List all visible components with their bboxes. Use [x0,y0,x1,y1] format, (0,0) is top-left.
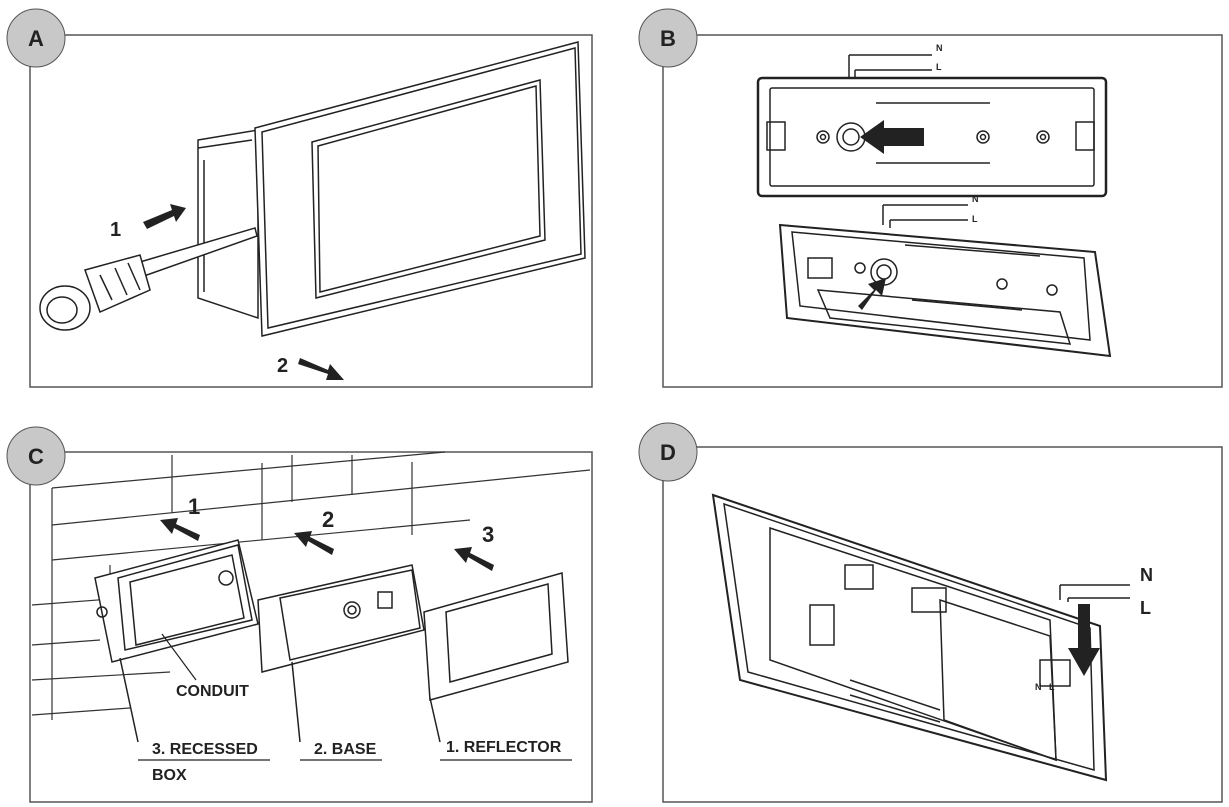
panel-c-step-3: 3 [482,522,494,547]
panel-c-reflector-label: 1. REFLECTOR [446,739,562,756]
panel-d-wire-n: N [1140,565,1153,585]
panel-b-arrow-bottom [858,278,886,310]
panel-a-frame [29,34,593,388]
panel-a-screwdriver [39,227,258,331]
panel-d-term-n: N [1035,682,1042,692]
panel-c-arrow-2 [294,531,334,555]
panel-a-arrow-1 [143,204,186,229]
panel-d-arrow [1068,604,1100,676]
panel-b-base-bottom [778,204,1112,358]
panel-c-recessed-box [94,539,259,743]
panel-c-arrow-3 [454,547,494,571]
panel-c-conduit-label: CONDUIT [176,683,249,700]
panel-c-recessed-label-1: 3. RECESSED [152,741,258,758]
panel-c-reflector [423,572,569,743]
panel-d: N L N L D [638,422,1223,803]
panel-b-wire-n-top: N [936,43,943,53]
panel-a-step-2: 2 [277,355,288,377]
panel-b: N L N L B [638,8,1223,388]
svg-text:D: D [660,440,676,465]
panel-c-base-label: 2. BASE [314,741,377,758]
panel-a-arrow-2 [298,358,344,380]
panel-c-step-1: 1 [188,494,200,519]
panel-b-wire-l-bottom: L [972,214,978,224]
panel-c-recessed-label-2: BOX [152,767,187,784]
svg-text:C: C [28,444,44,469]
panel-a-step-1: 1 [110,219,121,241]
panel-b-arrow-top [860,120,924,154]
panel-c-frame [29,451,593,803]
panel-d-lamp-body [711,493,1130,782]
panel-c-conduit-leader [161,633,197,681]
panel-b-badge: B [638,8,698,68]
svg-text:A: A [28,26,44,51]
panel-a: 1 2 A [6,8,593,388]
panel-c-wall [31,451,591,720]
panel-b-frame [662,34,1223,388]
panel-d-wire-l: L [1140,598,1151,618]
panel-d-badge: D [638,422,698,482]
panel-c-step-2: 2 [322,507,334,532]
panel-c: 1 2 3 CONDUIT 3. RECESSED BOX 2. BASE 1.… [6,426,593,803]
panel-b-wire-l-top: L [936,62,942,72]
panel-a-badge: A [6,8,66,68]
panel-c-base [257,564,425,743]
svg-text:B: B [660,26,676,51]
panel-b-wire-n-bottom: N [972,194,979,204]
panel-c-badge: C [6,426,66,486]
panel-b-base-top [756,54,1108,198]
panel-d-frame [662,446,1223,803]
panel-a-lamp [197,41,586,337]
panel-d-term-l: L [1049,682,1055,692]
panel-c-arrow-1 [160,518,200,541]
